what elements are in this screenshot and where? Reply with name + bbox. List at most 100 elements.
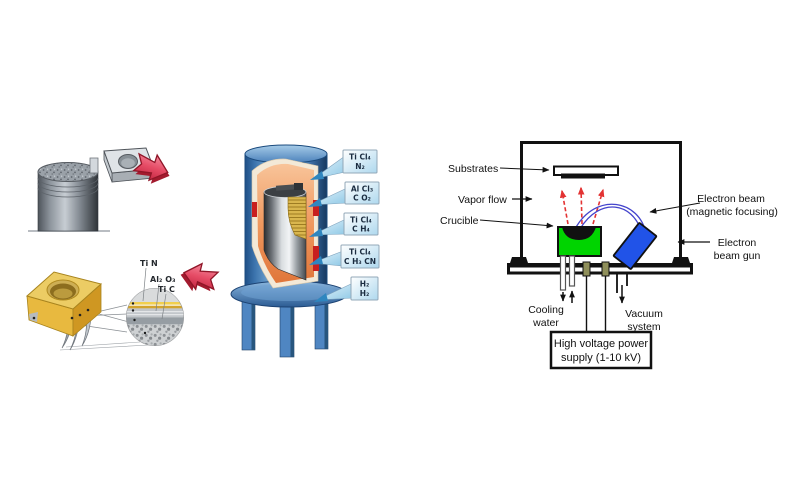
layer-line [126, 311, 184, 313]
gas-feed-flag: H₂ H₂ [314, 276, 379, 302]
layer-dot [86, 308, 90, 312]
baseplate-end [690, 263, 693, 275]
vacuum-pipe [616, 274, 628, 293]
cutting-tool-before-coating [28, 147, 170, 232]
vapor-flow-label: Vapor flow [458, 194, 507, 206]
layer-dot [131, 309, 135, 312]
gas-label: Al Cl₃ [351, 185, 373, 194]
arrow-face [132, 152, 169, 182]
heater-element [313, 200, 319, 216]
gas-label: C H₃ CN [344, 257, 376, 266]
gas-feed-flag: Ti Cl₄ N₂ [310, 149, 378, 180]
retort-lid-bar [275, 184, 297, 191]
al2o3-layer [126, 308, 184, 318]
coating-label-al2o3: Al₂ O₃ [150, 275, 176, 284]
gun-body [612, 222, 658, 270]
substrates-pointer [499, 166, 550, 173]
heater-element [252, 202, 257, 217]
cooling-label-line1: Cooling [528, 304, 564, 316]
layer-dot [32, 316, 36, 320]
tin-layer [126, 302, 184, 305]
flag-arrow-tip [309, 256, 323, 265]
baseplate-bottom [507, 271, 693, 275]
insert-hole-bottom [53, 288, 73, 299]
thin-white-line [126, 304, 184, 306]
electron-beam-pointer [649, 202, 701, 214]
insert-disc-stack [287, 196, 307, 240]
flag-arrow-tip [314, 293, 328, 302]
gas-label: Ti Cl₄ [349, 248, 371, 257]
coating-label-tic: Ti C [158, 285, 175, 294]
tin-layer-lower [126, 305, 184, 309]
gas-feed-flag: Ti Cl₄ C H₄ [309, 212, 379, 237]
layer-dot [133, 318, 136, 322]
flag-box [344, 181, 380, 205]
label-leader-lines [142, 267, 167, 320]
layer-dot [131, 302, 135, 305]
electron-beam-gun [612, 222, 658, 270]
carbide-top-face [37, 162, 99, 182]
electron-beam-path [574, 203, 647, 235]
vapor-arrow [559, 189, 569, 225]
gas-label: Ti Cl₄ [350, 216, 372, 225]
gas-label: H₂ [360, 280, 370, 289]
electron-beam-label-line1: Electron beam [697, 193, 765, 205]
heater-element [313, 246, 319, 271]
carbide-substrate [126, 324, 184, 346]
stand-leg-shade [324, 300, 328, 349]
stand-platform-top [241, 284, 337, 301]
gun-label-line1: Electron [718, 237, 757, 249]
cooling-tube-out [568, 255, 576, 287]
hv-feedthrough [601, 261, 610, 277]
coated-insert-with-layers: Ti N Al₂ O₃ Ti C [25, 259, 220, 351]
hv-feedthrough [582, 261, 591, 277]
power-supply-box [549, 330, 653, 370]
cooling-label-line2: water [532, 317, 559, 329]
retort-lid-knob [294, 183, 303, 190]
gun-label-line2: beam gun [714, 250, 761, 262]
vacuum-label-line1: Vacuum [625, 308, 663, 320]
crucible-pointer [479, 219, 554, 229]
cvd-reactor: Ti Cl₄ N₂ Al Cl₃ C O₂ Ti Cl₄ C H₄ [230, 144, 380, 358]
process-arrow-left [180, 262, 220, 292]
beam-line [574, 203, 647, 235]
psu-label-line2: supply (1-10 kV) [561, 352, 641, 364]
stand-leg-shade [290, 305, 294, 357]
stand-leg-shade [251, 300, 255, 350]
gas-label: C O₂ [353, 194, 371, 203]
flag-box [342, 149, 378, 174]
coating-layer-stack [126, 288, 184, 346]
gas-label: C H₄ [352, 225, 370, 234]
flag-arrow-tip [309, 228, 323, 237]
layer-magnifier-circle: Ti N Al₂ O₃ Ti C [126, 259, 184, 346]
layer-dot [143, 331, 147, 335]
gas-feed-callouts: Ti Cl₄ N₂ Al Cl₃ C O₂ Ti Cl₄ C H₄ [308, 149, 380, 302]
ebeam-evaporation-diagram: High voltage power supply (1-10 kV) Subs… [440, 141, 778, 370]
flag-box [343, 212, 379, 236]
cooling-tube-in [559, 255, 567, 291]
disc-stack-stripes [288, 199, 306, 236]
vapor-arrow [592, 188, 605, 225]
gas-label: Ti Cl₄ [349, 153, 371, 162]
flag-arrow-tip [308, 198, 322, 207]
vapor-flow-arrows [559, 186, 605, 225]
gold-coated-insert [25, 271, 103, 337]
flag-box [350, 276, 379, 301]
substrates-label: Substrates [448, 163, 498, 175]
melt-pool [562, 227, 596, 240]
gas-label: H₂ [360, 289, 370, 298]
layer-line [126, 314, 184, 316]
gas-feed-flag: Al Cl₃ C O₂ [308, 181, 380, 207]
crucible-label: Crucible [440, 215, 479, 227]
process-arrow-right [132, 152, 170, 184]
psu-label-line1: High voltage power [554, 338, 649, 350]
vacuum-chamber-walls [520, 141, 682, 260]
layer-dot [70, 316, 74, 320]
substrates-bar [561, 173, 605, 179]
layer-dot [78, 313, 82, 317]
top-gap [126, 288, 184, 302]
flag-arrow-tip [310, 171, 324, 180]
locator-pin [89, 157, 99, 174]
